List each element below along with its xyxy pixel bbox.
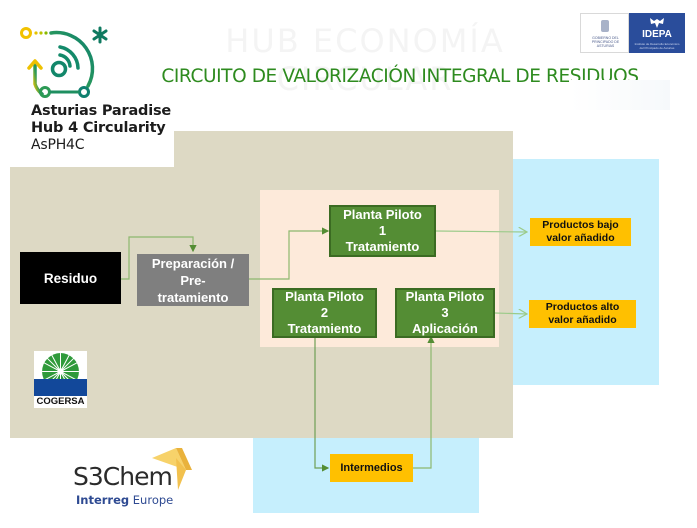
idepa-subtitle: Instituto de Desarrollo Económico del Pr… xyxy=(634,42,680,50)
node-planta-piloto-1: Planta Piloto 1 Tratamiento xyxy=(329,205,436,257)
asph-line1: Asturias Paradise xyxy=(31,103,172,119)
node-preparacion-line3: tratamiento xyxy=(157,289,229,305)
node-preparacion: Preparación / Pre- tratamiento xyxy=(137,254,249,306)
crest-icon xyxy=(601,20,609,32)
node-bajo-line2: valor añadido xyxy=(546,232,615,244)
node-productos-bajo: Productos bajo valor añadido xyxy=(530,218,631,246)
node-planta2-line2: 2 xyxy=(320,305,329,320)
s3chem-name: S3Chem xyxy=(73,462,173,491)
node-preparacion-line2: Pre- xyxy=(180,272,206,288)
node-planta2-line1: Planta Piloto xyxy=(285,289,364,304)
node-residuo: Residuo xyxy=(20,252,121,304)
node-residuo-label: Residuo xyxy=(43,270,98,286)
node-planta1-line1: Planta Piloto xyxy=(343,207,422,222)
node-planta3-line2: 3 xyxy=(441,305,449,320)
node-planta2-line3: Tratamiento xyxy=(287,321,362,336)
asph-line2: Hub 4 Circularity xyxy=(31,120,166,136)
idepa-mark-icon xyxy=(650,18,664,28)
ghost-title: HUB ECONOMÍA CIRCULAR xyxy=(225,22,505,98)
asph4c-logo-icon xyxy=(20,26,108,98)
region-products xyxy=(513,159,659,385)
cogersa-name: COGERSA xyxy=(36,396,85,407)
cogersa-logo: COGERSA xyxy=(34,351,87,408)
title-fade-decoration xyxy=(570,80,670,110)
node-alto-line2: valor añadido xyxy=(548,314,617,326)
asph-line3: AsPH4C xyxy=(31,137,85,153)
asph4c-logo-text: Asturias Paradise Hub 4 Circularity AsPH… xyxy=(31,103,171,154)
s3chem-mark-icon xyxy=(152,448,192,490)
node-preparacion-line1: Preparación / xyxy=(151,255,235,271)
region-cogersa-top xyxy=(174,131,513,171)
s3chem-program: Interreg Europe xyxy=(76,493,173,507)
node-planta1-line2: 1 xyxy=(378,223,387,238)
s3chem-program-bold: Interreg xyxy=(76,493,130,507)
node-planta3-line1: Planta Piloto xyxy=(405,289,485,304)
node-intermedios: Intermedios xyxy=(330,454,413,482)
node-intermedios-label: Intermedios xyxy=(340,461,403,474)
idepa-logo: IDEPA Instituto de Desarrollo Económico … xyxy=(629,13,685,53)
node-planta-piloto-3: Planta Piloto 3 Aplicación xyxy=(395,288,495,338)
node-planta-piloto-2: Planta Piloto 2 Tratamiento xyxy=(272,288,377,338)
page-title: CIRCUITO DE VALORIZACIÓN INTEGRAL DE RES… xyxy=(161,66,639,87)
node-bajo-line1: Productos bajo xyxy=(542,219,619,231)
node-planta1-line3: Tratamiento xyxy=(345,239,420,254)
s3chem-program-rest: Europe xyxy=(129,493,174,507)
gobierno-logo-text: GOBIERNO DEL PRINCIPADO DE ASTURIAS xyxy=(591,36,620,48)
node-productos-alto: Productos alto valor añadido xyxy=(529,300,636,328)
node-planta3-line3: Aplicación xyxy=(412,321,478,336)
idepa-name: IDEPA xyxy=(642,29,672,40)
node-alto-line1: Productos alto xyxy=(545,301,620,313)
gobierno-asturias-logo: GOBIERNO DEL PRINCIPADO DE ASTURIAS xyxy=(580,13,629,53)
cogersa-blue-band xyxy=(34,379,87,396)
